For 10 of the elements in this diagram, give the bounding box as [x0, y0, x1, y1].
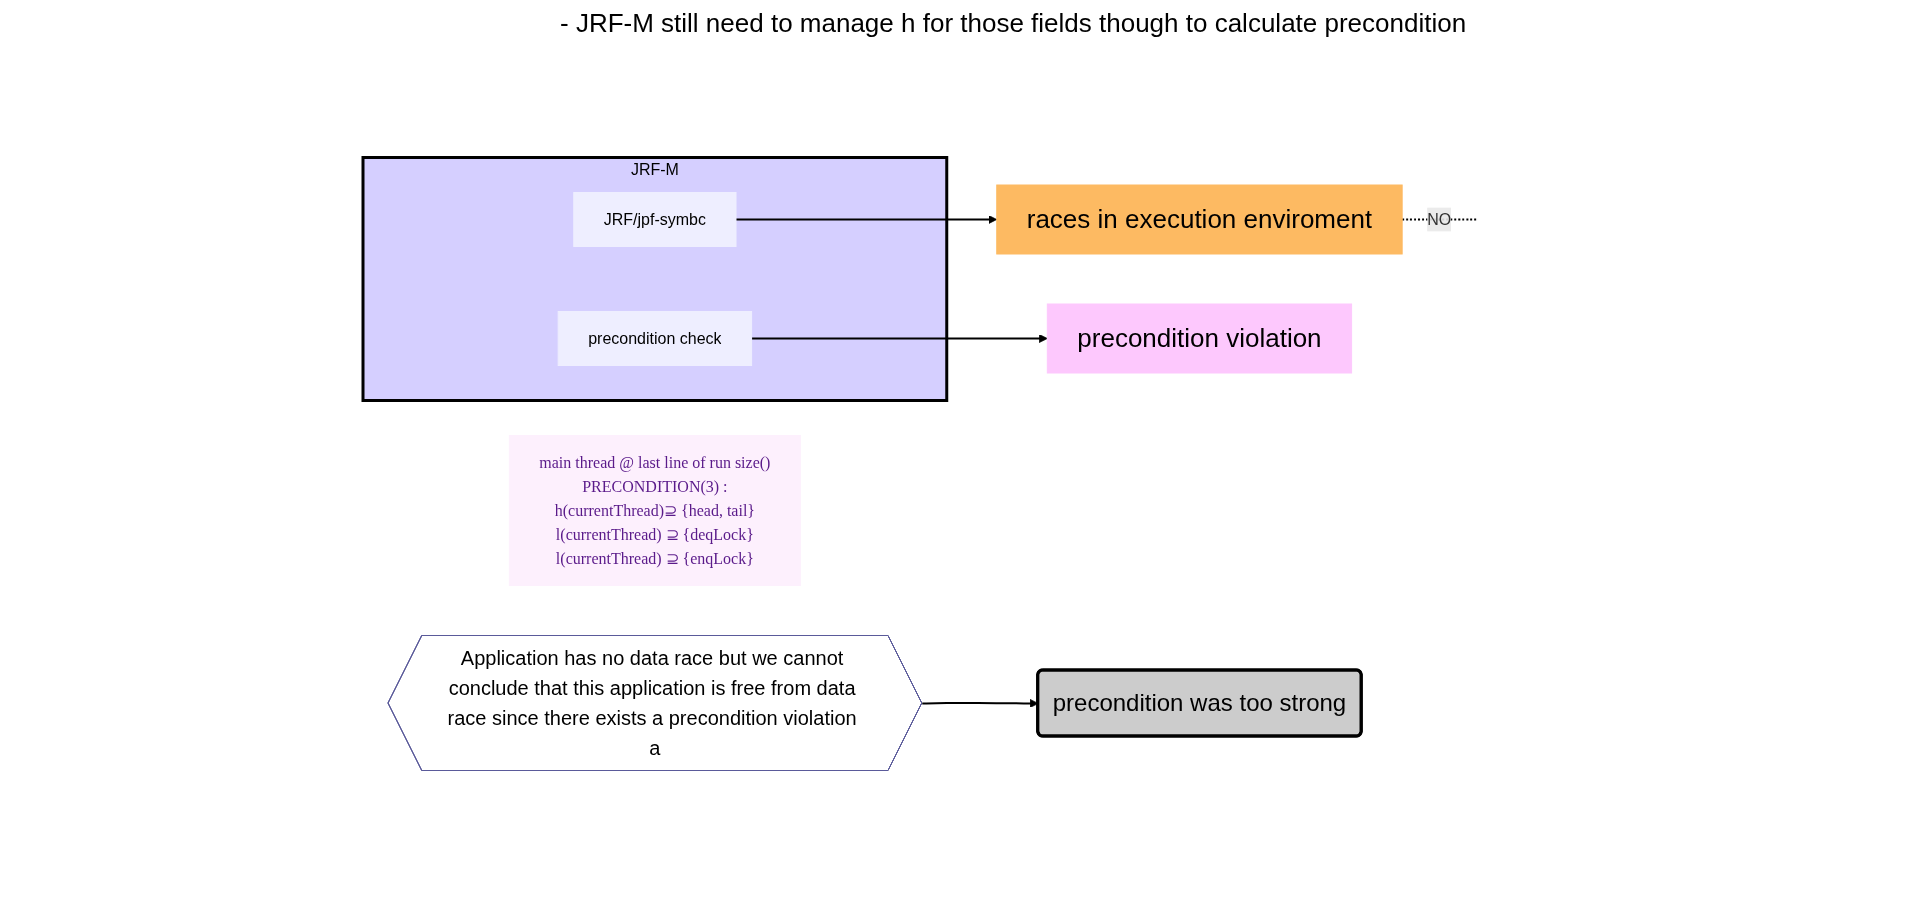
- note-text: - JRF-M still need to manage h for those fields though to calculate precondition: [560, 8, 1468, 39]
- node-box: precondition check: [558, 311, 753, 366]
- node-box: races in execution enviroment: [996, 184, 1404, 255]
- edge-label: NO: [1427, 210, 1452, 228]
- arrow: [921, 699, 1039, 708]
- node-box: JRF/jpf-symbc: [573, 192, 737, 247]
- node-box: precondition violation: [1047, 303, 1353, 374]
- connector: [1401, 218, 1478, 221]
- arrow: [751, 334, 1049, 343]
- arrow: [735, 215, 998, 224]
